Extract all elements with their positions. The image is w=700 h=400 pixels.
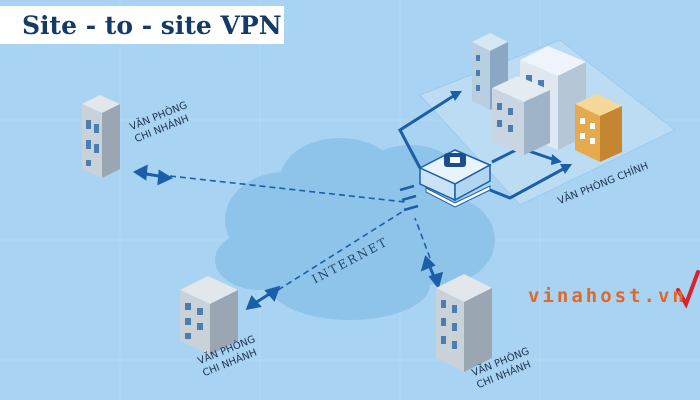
tunnel-branch-bottom-right (414, 217, 431, 259)
brand-check-icon (676, 270, 700, 309)
branch-office-bottom-right (436, 274, 492, 372)
vpn-gateway-icon (418, 149, 492, 208)
internet-cloud (215, 138, 495, 320)
brand-logo: vinahost.vn (528, 285, 687, 307)
connection-arrows (133, 164, 444, 310)
title-banner: Site - to - site VPN (0, 6, 284, 44)
vpn-tunnels (169, 175, 431, 291)
tunnel-branch-bottom-left (277, 209, 406, 291)
page-title: Site - to - site VPN (22, 10, 282, 40)
gateway-link-heads (450, 91, 572, 174)
branch-office-top-left (82, 95, 120, 178)
main-office-buildings (472, 33, 622, 162)
branch-office-bottom-left (180, 276, 238, 355)
brand-text: vinahost.vn (528, 285, 687, 307)
